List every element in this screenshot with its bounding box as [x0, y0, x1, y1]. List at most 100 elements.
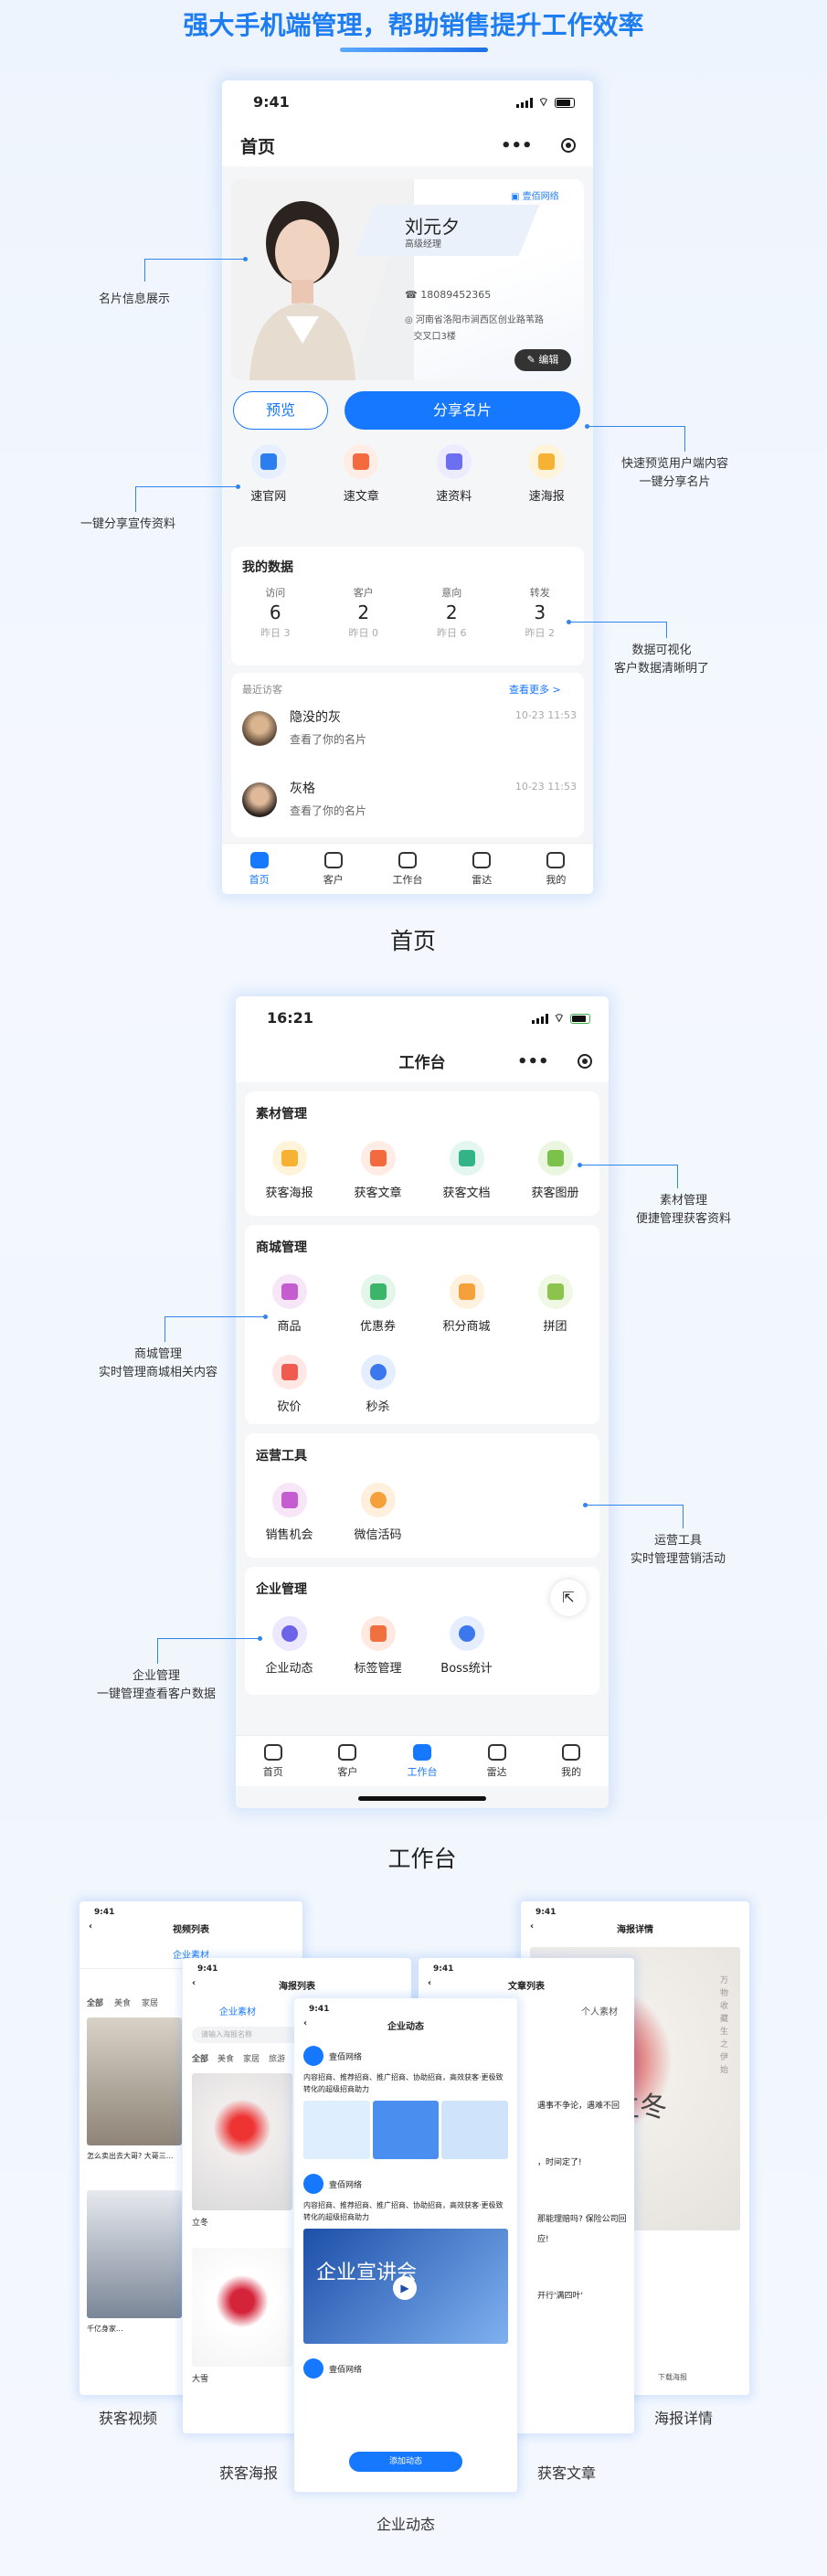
poster-icon	[529, 444, 565, 479]
item-document[interactable]: 获客文档	[426, 1141, 508, 1200]
caption-poster: 获客海报	[219, 2464, 279, 2482]
signal-icons: ⌔	[515, 95, 575, 110]
users-icon	[323, 852, 343, 868]
back-icon[interactable]: ‹	[428, 1978, 432, 1988]
phone-icon: ☎	[405, 289, 421, 301]
status-bar: 16:21 ⌔	[236, 996, 609, 1038]
enterprise-news-screen: 9:41 ‹企业动态 壹佰网络 内容招商、推荐招商、推广招商、协助招商，高效获客…	[294, 1998, 517, 2492]
quick-site[interactable]: 速官网	[228, 444, 310, 504]
more-icon[interactable]: •••	[517, 1051, 549, 1071]
tab-home[interactable]: 首页	[236, 1736, 311, 1786]
section-material: 素材管理 获客海报 获客文章 获客文档 获客图册	[245, 1091, 599, 1216]
news-item[interactable]: 壹佰网络 内容招商、推荐招商、推广招商、协助招商，高效获客·更极致转化的超级招商…	[294, 2038, 517, 2166]
note-ops: 运营工具实时管理营销活动	[631, 1534, 726, 1566]
item-flash-sale[interactable]: 秒杀	[337, 1355, 419, 1414]
tab-mine[interactable]: 我的	[519, 844, 593, 894]
back-icon[interactable]: ‹	[530, 1921, 535, 1932]
capsule[interactable]: •••	[517, 1048, 592, 1074]
item-article[interactable]: 获客文章	[337, 1141, 419, 1200]
item-goods[interactable]: 商品	[249, 1274, 331, 1334]
visitor-row[interactable]: 隐没的灰 查看了你的名片 10-23 11:53	[242, 704, 577, 759]
share-card-button[interactable]: 分享名片	[345, 391, 580, 430]
tab-customer[interactable]: 客户	[311, 1736, 386, 1786]
share-float-button[interactable]: ⇱	[550, 1580, 587, 1616]
flash-icon	[360, 1355, 396, 1389]
visitor-row[interactable]: 灰格 查看了你的名片 10-23 11:53	[242, 775, 577, 830]
item-coupon[interactable]: 优惠券	[337, 1274, 419, 1334]
capsule[interactable]: •••	[501, 133, 576, 158]
quick-document[interactable]: 速资料	[413, 444, 495, 504]
item-enterprise-news[interactable]: 企业动态	[249, 1616, 331, 1676]
video-thumb[interactable]	[87, 2017, 182, 2145]
item-sales-opportunity[interactable]: 销售机会	[249, 1483, 331, 1542]
add-news-button[interactable]: 添加动态	[349, 2452, 462, 2472]
tab-workbench[interactable]: 工作台	[385, 1736, 460, 1786]
news-item[interactable]: 壹佰网络 内容招商、推荐招商、推广招商、协助招商，高效获客·更极致转化的超级招商…	[294, 2166, 517, 2351]
item-bargain[interactable]: 砍价	[249, 1355, 331, 1414]
tab-mine[interactable]: 我的	[534, 1736, 609, 1786]
item-boss-stats[interactable]: Boss统计	[426, 1616, 508, 1676]
tab-bar: 首页 客户 工作台 雷达 我的	[236, 1735, 609, 1786]
card-address: ◎ 河南省洛阳市涧西区创业路苇路 交叉口3楼	[405, 315, 544, 342]
quick-actions: 速官网 速文章 速资料 速海报	[222, 444, 593, 504]
news-item[interactable]: 壹佰网络	[294, 2351, 517, 2386]
back-icon[interactable]: ‹	[303, 2018, 308, 2028]
item-tag-manage[interactable]: 标签管理	[337, 1616, 419, 1676]
preview-button[interactable]: 预览	[233, 391, 328, 430]
video-card[interactable]: 企业宣讲会▶	[303, 2229, 508, 2344]
tag-tree-icon	[360, 1616, 396, 1651]
coupon-icon	[360, 1274, 396, 1309]
close-icon[interactable]	[561, 138, 576, 153]
back-icon[interactable]: ‹	[192, 1978, 196, 1988]
edit-button[interactable]: ✎ 编辑	[514, 349, 571, 371]
workbench-phone: 16:21 ⌔ 工作台 ••• 素材管理 获客海报 获客文章 获客文档 获客图册…	[236, 996, 609, 1808]
article-icon	[360, 1141, 396, 1176]
filter-row: 全部美食家居	[87, 1999, 159, 2008]
item-wechat-code[interactable]: 微信活码	[337, 1483, 419, 1542]
caption-detail: 海报详情	[654, 2410, 714, 2427]
quick-poster[interactable]: 速海报	[505, 444, 588, 504]
more-icon[interactable]: •••	[501, 135, 533, 155]
play-icon[interactable]: ▶	[393, 2276, 417, 2300]
back-icon[interactable]: ‹	[89, 1921, 93, 1932]
poster-icon	[271, 1141, 307, 1176]
home-icon	[263, 1744, 282, 1761]
visitors-title: 最近访客	[242, 684, 282, 696]
tab-customer[interactable]: 客户	[296, 844, 370, 894]
album-icon	[537, 1141, 573, 1176]
video-thumb[interactable]	[87, 2190, 182, 2318]
avatar	[242, 711, 277, 746]
view-more-link[interactable]: 查看更多 >	[509, 684, 561, 696]
visitors-card: 最近访客 查看更多 > 隐没的灰 查看了你的名片 10-23 11:53 灰格 …	[231, 673, 584, 837]
tab-radar[interactable]: 雷达	[460, 1736, 535, 1786]
website-icon	[250, 444, 286, 479]
location-icon: ◎	[405, 315, 416, 325]
item-points-mall[interactable]: 积分商城	[426, 1274, 508, 1334]
close-icon[interactable]	[578, 1054, 592, 1069]
tab-home[interactable]: 首页	[222, 844, 296, 894]
headline-underline	[340, 48, 488, 52]
section-ops: 运营工具 销售机会 微信活码	[245, 1433, 599, 1558]
company-badge: ▣ 壹佰网络	[511, 192, 559, 202]
card-name: 刘元夕	[405, 216, 460, 238]
item-album[interactable]: 获客图册	[514, 1141, 597, 1200]
item-group-buy[interactable]: 拼团	[514, 1274, 597, 1334]
tab-workbench[interactable]: 工作台	[370, 844, 444, 894]
planet-icon	[271, 1616, 307, 1651]
download-button[interactable]: 下载海报	[658, 2373, 687, 2381]
poster-thumb[interactable]	[192, 2248, 292, 2367]
quick-article[interactable]: 速文章	[320, 444, 402, 504]
item-poster[interactable]: 获客海报	[249, 1141, 331, 1200]
pie-icon	[449, 1616, 484, 1651]
tab-radar[interactable]: 雷达	[445, 844, 519, 894]
page-title: 首页	[240, 137, 276, 157]
note-enterprise: 企业管理一键管理查看客户数据	[97, 1669, 217, 1701]
tag-icon	[271, 1355, 307, 1389]
note-share: 快速预览用户端内容一键分享名片	[621, 457, 729, 489]
radar-icon	[487, 1744, 506, 1761]
poster-thumb[interactable]	[192, 2073, 292, 2210]
